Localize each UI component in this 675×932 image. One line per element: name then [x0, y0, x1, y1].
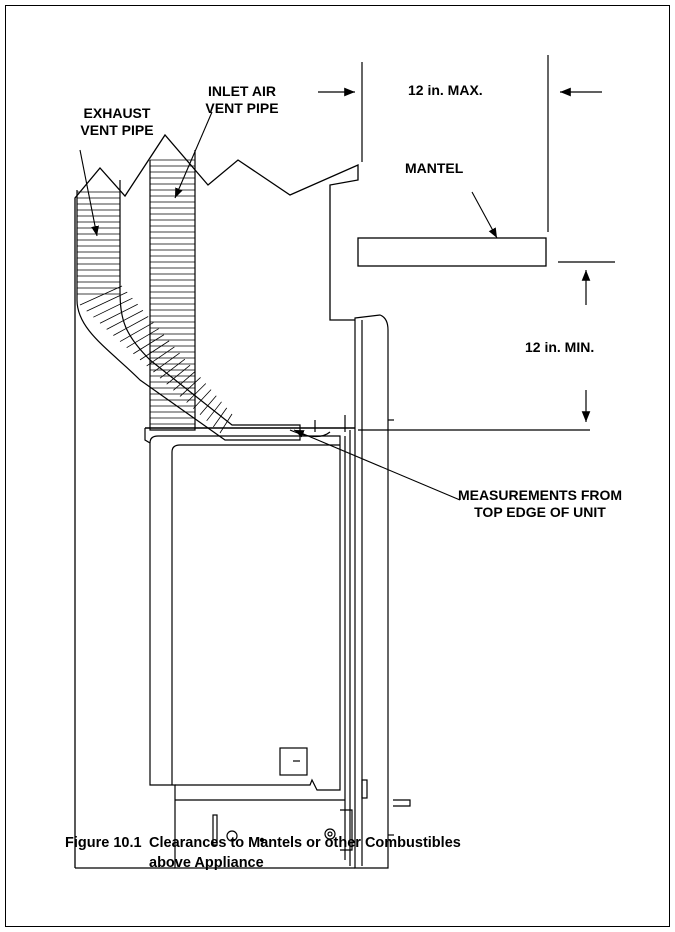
min-clearance-dimension: [358, 261, 615, 431]
caption-line1: Clearances to Mantels or other Combustib…: [149, 835, 461, 851]
inlet-air-vent-pipe: [149, 150, 196, 431]
pipe-hatch-line: [179, 377, 201, 397]
pipe-hatch-line: [113, 316, 149, 336]
inlet-label-line2: VENT PIPE: [205, 100, 279, 116]
pipe-hatch-line: [79, 285, 123, 306]
pipe-hatch-line: [186, 383, 207, 403]
figure-caption: Figure 10.1 Clearances to Mantels or othe…: [65, 833, 461, 873]
exhaust-vent-pipe-label: EXHAUST VENT PIPE: [62, 105, 172, 139]
pipe-hatch-line: [206, 401, 222, 422]
pipe-hatch-line: [126, 328, 159, 349]
pipe-hatch-line: [153, 352, 180, 373]
mantel-label: MANTEL: [405, 160, 464, 176]
pipe-hatch-line: [173, 371, 196, 391]
pipe-hatch-line: [99, 303, 138, 324]
measurements-line1: MEASUREMENTS FROM: [457, 487, 623, 503]
pipe-hatch-line: [133, 334, 165, 355]
measurements-line2: TOP EDGE OF UNIT: [474, 504, 606, 520]
inlet-label-line1: INLET AIR: [208, 83, 276, 99]
figure-number: Figure 10.1: [65, 835, 142, 851]
inlet-air-vent-pipe-label: INLET AIR VENT PIPE: [187, 83, 297, 117]
pipe-hatch-line: [213, 407, 228, 428]
exhaust-label-line1: EXHAUST: [83, 105, 151, 121]
pipe-hatch-line: [166, 364, 191, 385]
exhaust-label-line2: VENT PIPE: [80, 122, 154, 138]
pipe-hatch-line: [106, 310, 144, 330]
wall-outline: [74, 133, 359, 868]
leader-lines: [79, 111, 498, 501]
appliance-body: [144, 415, 355, 869]
pipe-hatch-line: [219, 413, 233, 434]
pipe-hatch-line: [159, 358, 186, 379]
pipe-hatch-line: [139, 340, 170, 361]
max-clearance-dimension: [318, 55, 602, 232]
measurements-note-label: MEASUREMENTS FROM TOP EDGE OF UNIT: [410, 487, 670, 521]
pipe-hatch-line: [93, 297, 133, 318]
mantel: [357, 237, 547, 267]
pipe-hatch-line: [119, 322, 154, 342]
pipe-hatch-line: [193, 389, 212, 409]
appliance-front: [354, 314, 411, 869]
max-clearance-label: 12 in. MAX.: [408, 82, 483, 98]
pipe-hatch-line: [146, 346, 175, 367]
pipe-hatch-line: [199, 395, 217, 415]
min-clearance-label: 12 in. MIN.: [525, 339, 595, 355]
caption-line2: above Appliance: [149, 855, 264, 871]
pipe-hatch-line: [86, 291, 128, 312]
exhaust-vent-pipe: [76, 180, 301, 441]
figure-frame: [5, 5, 670, 927]
